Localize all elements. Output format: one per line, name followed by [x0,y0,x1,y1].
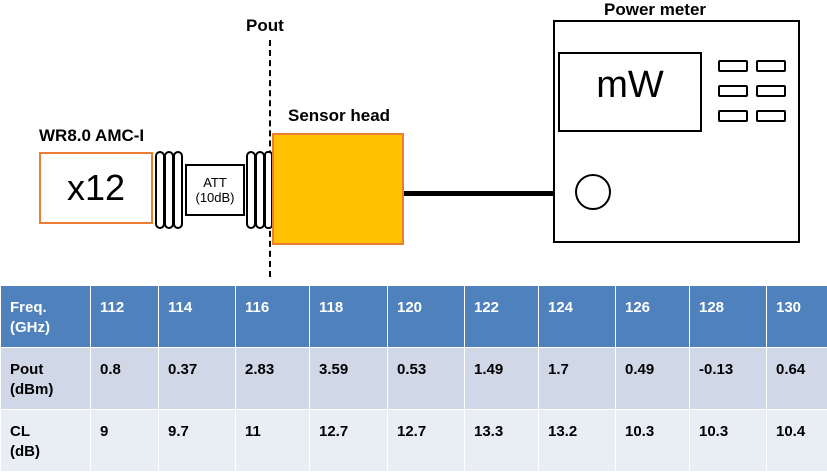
freq-cell: 126 [615,285,690,348]
att-label: ATT [203,175,227,190]
meter-button [718,60,748,72]
meter-display-unit: mW [596,63,664,106]
sensor-head-block [272,133,404,245]
cl-cell: 10.3 [615,409,690,472]
freq-cell: 114 [158,285,236,348]
measurement-table: Freq. (GHz) 112 114 116 118 120 122 124 … [0,285,827,472]
pout-cell: 1.7 [538,347,616,410]
waveguide-flange-right [246,151,273,229]
cl-cell: 11 [235,409,310,472]
cl-cell: 10.3 [689,409,767,472]
sensor-cable [404,191,596,196]
freq-cell: 130 [766,285,827,348]
pout-cell: 0.53 [387,347,465,410]
pout-row-header: Pout (dBm) [0,347,91,410]
attenuator-box: ATT (10dB) [185,164,245,216]
pout-cell: -0.13 [689,347,767,410]
meter-button [718,85,748,97]
pout-cell: 0.64 [766,347,827,410]
waveguide-flange-left [155,151,183,229]
pout-cell: 0.8 [90,347,159,410]
pout-cell: 2.83 [235,347,310,410]
pout-cell: 1.49 [464,347,539,410]
cl-row-header: CL (dB) [0,409,91,472]
meter-button [718,110,748,122]
freq-cell: 118 [309,285,388,348]
att-value: (10dB) [195,190,235,205]
cl-cell: 13.3 [464,409,539,472]
freq-cell: 116 [235,285,310,348]
table-header-row: Freq. (GHz) 112 114 116 118 120 122 124 … [0,285,827,348]
cl-cell: 9.7 [158,409,236,472]
pout-cell: 3.59 [309,347,388,410]
power-meter-label: Power meter [604,0,707,19]
cl-cell: 13.2 [538,409,616,472]
freq-cell: 120 [387,285,465,348]
table-row-pout: Pout (dBm) 0.8 0.37 2.83 3.59 0.53 1.49 … [0,347,827,410]
cl-cell: 10.4 [766,409,827,472]
freq-cell: 122 [464,285,539,348]
freq-cell: 112 [90,285,159,348]
cl-cell: 9 [90,409,159,472]
pout-cell: 0.37 [158,347,236,410]
multiplier-text: x12 [66,167,126,208]
table-row-cl: CL (dB) 9 9.7 11 12.7 12.7 13.3 13.2 10.… [0,409,827,472]
freq-header: Freq. (GHz) [0,285,91,348]
pout-label: Pout [246,16,284,35]
meter-button [756,110,786,122]
freq-cell: 124 [538,285,616,348]
cl-cell: 12.7 [387,409,465,472]
meter-button [756,60,786,72]
meter-display: mW [558,52,702,132]
freq-cell: 128 [689,285,767,348]
sensor-head-label: Sensor head [288,106,391,125]
amc-label: WR8.0 AMC-I [39,126,145,145]
cl-cell: 12.7 [309,409,388,472]
pout-cell: 0.49 [615,347,690,410]
meter-button [756,85,786,97]
multiplier-box: x12 [39,152,153,224]
meter-input-port [575,174,611,210]
